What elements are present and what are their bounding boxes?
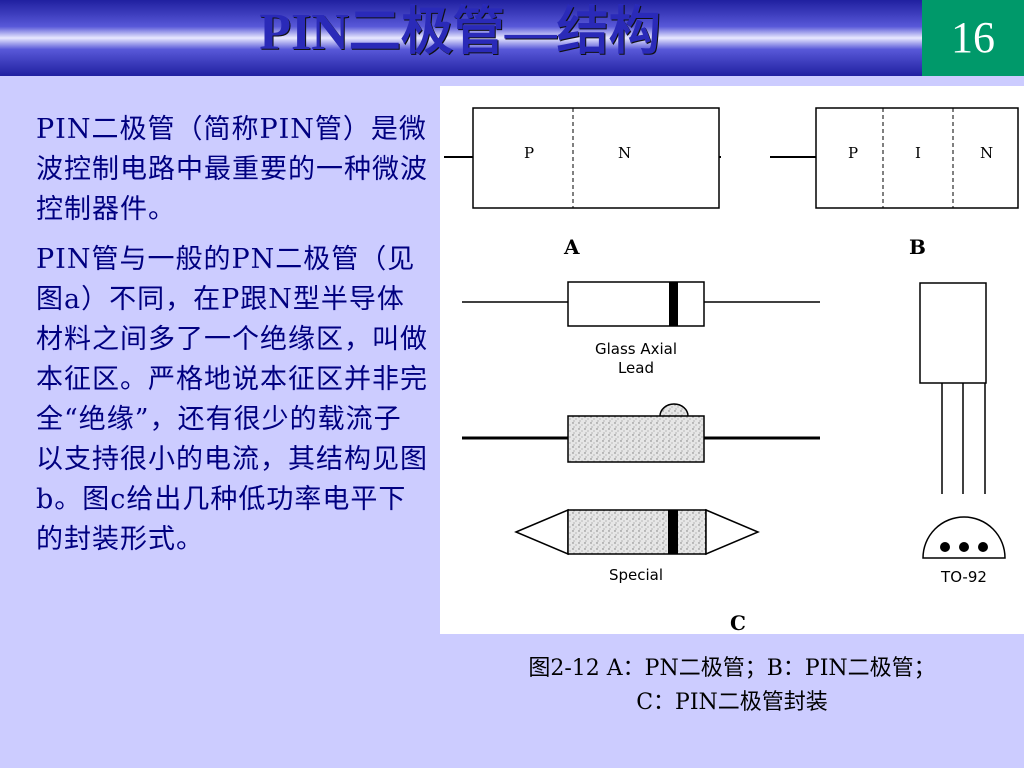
- pin-label-i: I: [915, 144, 921, 162]
- figure-caption: 图2-12 A：PN二极管；B：PIN二极管； C：PIN二极管封装: [440, 652, 1024, 720]
- page-number: 16: [922, 0, 1024, 76]
- label-b: B: [909, 235, 926, 259]
- pn-label-n: N: [618, 144, 631, 162]
- diode-diagram: P N A P I N B Glass Axial Lead: [444, 107, 1019, 634]
- caption-line-2: C：PIN二极管封装: [636, 690, 828, 715]
- pn-label-p: P: [524, 144, 534, 162]
- pin-label-n: N: [980, 144, 993, 162]
- label-a: A: [563, 235, 580, 259]
- pn-diode-diagram: P N A: [444, 107, 721, 259]
- body-text: PIN二极管（简称PIN管）是微波控制电路中最重要的一种微波控制器件。 PIN管…: [36, 110, 428, 570]
- title-bar: PIN二极管—结构 16: [0, 0, 1024, 76]
- paragraph-intro: PIN二极管（简称PIN管）是微波控制电路中最重要的一种微波控制器件。: [36, 114, 428, 225]
- diode-figure: P N A P I N B Glass Axial Lead: [440, 86, 1024, 634]
- pin-label-p: P: [848, 144, 858, 162]
- slide-title: PIN二极管—结构: [259, 4, 661, 61]
- caption-line-1: 图2-12 A：PN二极管；B：PIN二极管；: [528, 656, 936, 681]
- paragraph-structure: PIN管与一般的PN二极管（见图a）不同，在P跟N型半导体材料之间多了一个绝缘区…: [36, 244, 428, 555]
- glass-axial-label: Glass Axial: [595, 340, 677, 358]
- glass-axial-package: Glass Axial Lead: [462, 281, 820, 377]
- special-label: Special: [609, 566, 663, 584]
- label-c: C: [730, 611, 746, 634]
- to92-package: TO-92: [919, 282, 1006, 586]
- bump-package: [462, 403, 820, 463]
- pn-body: [472, 107, 720, 209]
- pin-body: [815, 107, 1019, 209]
- pin-diode-diagram: P I N B: [770, 107, 1019, 259]
- special-package: Special: [514, 508, 760, 584]
- lead-label: Lead: [618, 359, 654, 377]
- to92-label: TO-92: [940, 568, 987, 586]
